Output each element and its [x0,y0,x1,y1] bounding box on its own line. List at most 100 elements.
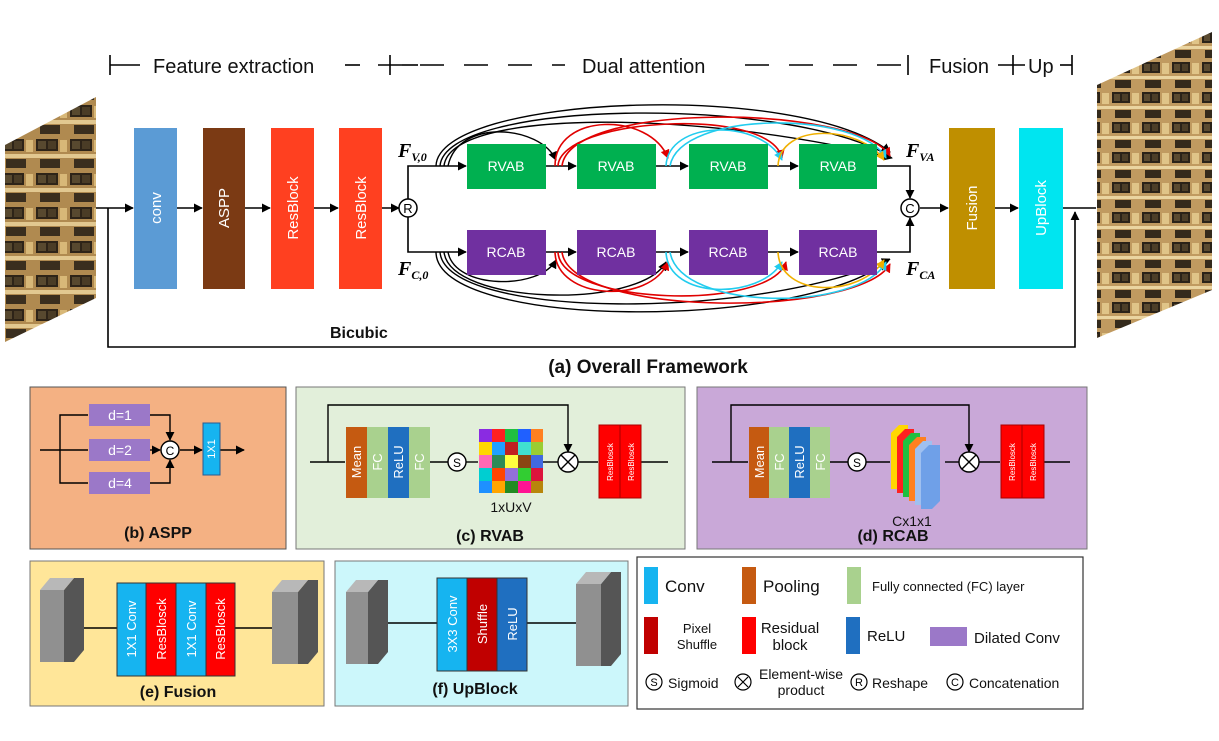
caption-rvab: (c) RVAB [456,528,524,545]
fusion-resblock-2-label: ResBlosck [213,598,228,660]
rcab-block-4 [799,230,877,275]
rvab-sigmoid-node [447,452,467,472]
upblock-relu-label: ReLU [505,607,520,640]
concat-node-label: C [905,201,914,216]
rvab-resblock-2 [619,424,642,499]
fc0-label: FC,0 [397,258,428,282]
rcab-fc-1-label: FC [772,453,787,470]
fusion-resblock-2 [205,582,236,677]
upblock-block [1019,128,1063,289]
legend-concat-symbol: C [951,677,959,689]
lr-input-image [5,97,96,342]
rvab-relu [388,427,409,498]
rcab-resblock-2-label: ResBlosck [1029,442,1038,481]
aspp-dilation-1 [89,404,150,426]
legend-fc-label: Fully connected (FC) layer [872,579,1025,594]
rvab-spatial-weight-map [479,429,543,493]
section-fusion: Fusion [929,56,989,78]
legend-relu-swatch [846,617,860,654]
rvab-product-symbol [560,454,576,470]
rvab-tensor-label: 1xUxV [490,499,532,515]
aspp-connectors [40,414,245,484]
rvab-connectors [310,404,668,463]
fusion-1x1-conv-1 [116,582,147,677]
legend-conv-label: Conv [665,577,705,596]
rvab-relu-label: ReLU [391,445,406,478]
rcab-fc-1 [769,427,789,498]
rcab-block-3-label: RCAB [709,244,748,260]
resblock-1 [271,128,314,289]
aspp-dilation-4-label: d=4 [108,475,132,491]
legend-residual-swatch [742,617,756,654]
legend-sigmoid-symbol: S [650,677,657,689]
fusion-1x1-conv-1-label: 1X1 Conv [124,600,139,658]
rcab-tensor-label: Cx1x1 [892,513,932,529]
fusion-input-tensor [40,578,84,662]
rvab-fc-2-label: FC [412,453,427,470]
legend-dilated-label: Dilated Conv [974,630,1060,647]
rcab-relu [789,427,810,498]
legend-pooling-label: Pooling [763,577,820,596]
legend-relu-label: ReLU [867,628,905,645]
aspp-concat-node [160,440,180,460]
rvab-block-1 [467,144,546,189]
rvab-block-3 [689,144,768,189]
rcab-resblock-2 [1021,424,1045,499]
legend-pooling-swatch [742,567,756,604]
fusion-1x1-conv-2 [175,582,207,677]
upblock-shuffle [466,577,498,672]
aspp-1x1-conv [202,422,221,476]
rcab-sigmoid-node [847,452,867,472]
conv-block-label: conv [148,192,165,224]
dense-connections-color [554,116,891,304]
rvab-block-4-label: RVAB [820,158,857,174]
aspp-dilation-2 [89,439,150,461]
legend-pixel-shuffle-label-2: Shuffle [677,637,717,652]
caption-aspp: (b) ASPP [124,525,192,542]
fusion-1x1-conv-2-label: 1X1 Conv [184,600,199,658]
legend-sigmoid-label: Sigmoid [668,675,719,691]
caption-upblock: (f) UpBlock [432,681,517,698]
rvab-fc-2 [409,427,430,498]
caption-rcab: (d) RCAB [857,528,928,545]
upblock-3x3-conv [436,577,468,672]
rcab-fc-2-label: FC [813,453,828,470]
resblock-1-label: ResBlock [285,176,302,240]
fusion-output-tensor [272,580,318,664]
legend-residual-label-1: Residual [761,620,819,637]
rvab-mean-pool [346,427,367,498]
concat-node [900,198,920,218]
legend-reshape-icon [850,673,868,691]
legend-pixel-shuffle-swatch [644,617,658,654]
legend-fc-swatch [847,567,861,604]
upblock-3x3-conv-label: 3X3 Conv [445,595,460,653]
rcab-connectors [712,404,1070,463]
upblock-relu [496,577,528,672]
legend-product-label-2: product [778,682,825,698]
rvab-mean-label: Mean [349,446,364,479]
fva-label: FVA [905,140,934,164]
rcab-block-1-label: RCAB [487,244,526,260]
legend-pixel-shuffle-label-1: Pixel [683,621,711,636]
rvab-block-2 [577,144,656,189]
reshape-node-label: R [403,201,412,216]
rcab-mean-label: Mean [752,446,767,479]
upblock-input-tensor [346,580,388,664]
rcab-fc-2 [810,427,830,498]
reshape-node [398,198,418,218]
caption-overall-framework: (a) Overall Framework [548,357,748,378]
rcab-mean-pool [749,427,769,498]
rvab-block-4 [799,144,877,189]
rcab-resblock-1-label: ResBlosck [1008,442,1017,481]
aspp-dilation-4 [89,472,150,494]
upblock-output-tensor [576,572,621,666]
bicubic-label: Bicubic [330,325,388,342]
conv-block [134,128,177,289]
rvab-block-2-label: RVAB [598,158,635,174]
rcab-block-4-label: RCAB [819,244,858,260]
rvab-block-1-label: RVAB [488,158,525,174]
legend-product-label-1: Element-wise [759,666,843,682]
fusion-block [949,128,995,289]
rcab-product-symbol [961,454,977,470]
resblock-2-label: ResBlock [353,176,370,240]
